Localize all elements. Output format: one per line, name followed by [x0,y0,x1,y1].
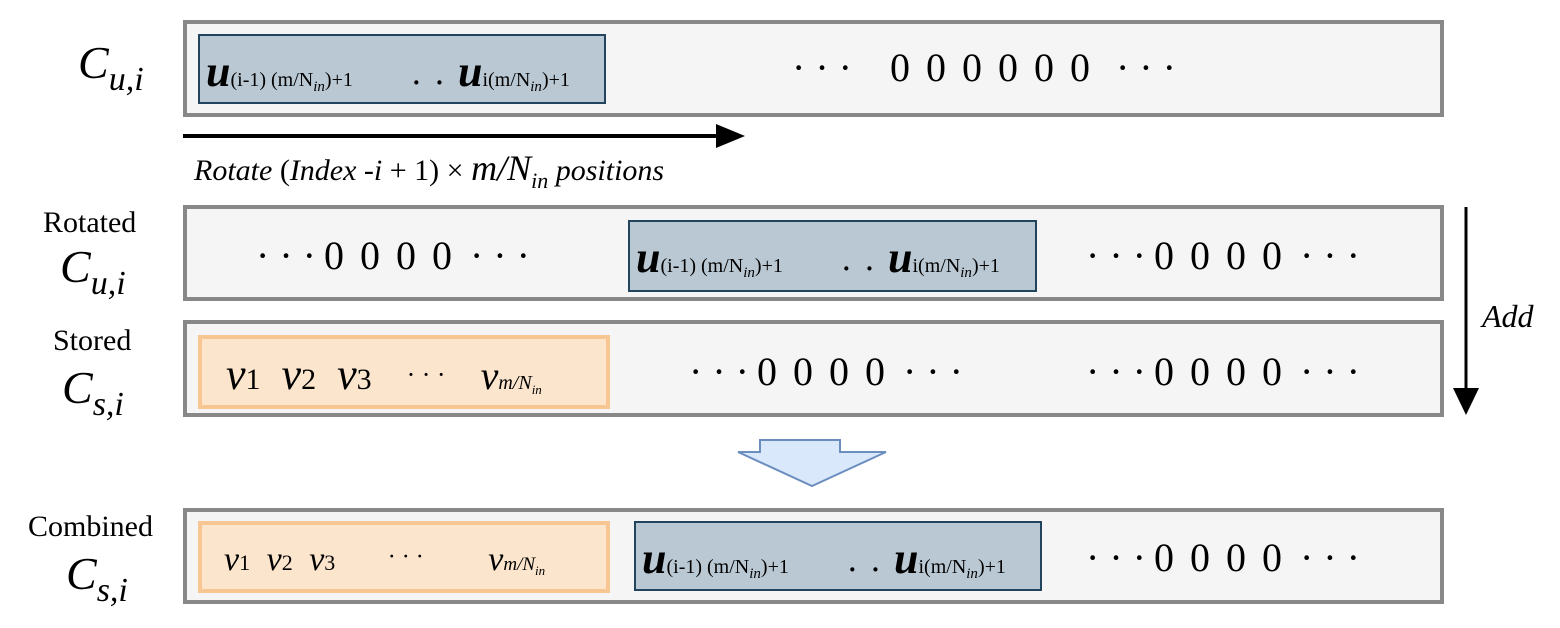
u-block-dots: · · · [848,555,908,584]
row4-label-sub: s,i [96,572,128,609]
row2-label-sub: u,i [90,265,126,302]
combine-down-arrow [737,439,887,488]
u-last-element: ui(m/Nin)+1 [888,233,1000,282]
row1-label: Cu,i [78,40,144,97]
rotate-arrow-head [716,124,745,148]
add-label: Add [1482,298,1534,334]
u-first-element: u(i-1) (m/Nin)+1 [636,233,783,282]
row2-label-base: C [60,241,91,292]
row4-label: Cs,i [66,551,128,608]
add-arrow-head [1453,388,1479,415]
u-block-dots: · · · [842,254,902,283]
row2-label: Cu,i [60,244,126,301]
row1-label-base: C [78,37,109,88]
rotate-caption: Rotate (Index -i + 1) × m/Nin positions [194,148,665,193]
row1-label-sub: u,i [108,61,144,98]
row4-label-word: Combined [28,510,153,543]
row3-label-base: C [62,362,93,413]
row4-label-base: C [66,548,97,599]
u-block-row2: u(i-1) (m/Nin)+1 · · · ui(m/Nin)+1 [628,220,1037,292]
v-block-row4: v1 v2 v3 · · · vm/Nin [198,521,610,593]
v-block-row3: v1 v2 v3 · · · vm/Nin [198,335,610,409]
v-elements: v1 v2 v3 · · · vm/Nin [226,350,542,399]
row3-label-word: Stored [53,324,132,357]
u-first-element: u(i-1) (m/Nin)+1 [642,534,789,583]
u-block-row1: u(i-1) (m/Nin)+1 · · · ui(m/Nin)+1 [198,34,606,104]
row2-label-word: Rotated [43,206,137,239]
u-last-element: ui(m/Nin)+1 [894,534,1006,583]
v-elements: v1 v2 v3 · · · vm/Nin [224,541,546,578]
row3-label: Cs,i [62,365,124,422]
row3-label-sub: s,i [92,386,124,423]
u-last-element: ui(m/Nin)+1 [458,47,570,96]
u-block-row4: u(i-1) (m/Nin)+1 · · · ui(m/Nin)+1 [634,521,1042,591]
u-first-element: u(i-1) (m/Nin)+1 [206,47,353,96]
u-block-dots: · · · [412,68,472,97]
